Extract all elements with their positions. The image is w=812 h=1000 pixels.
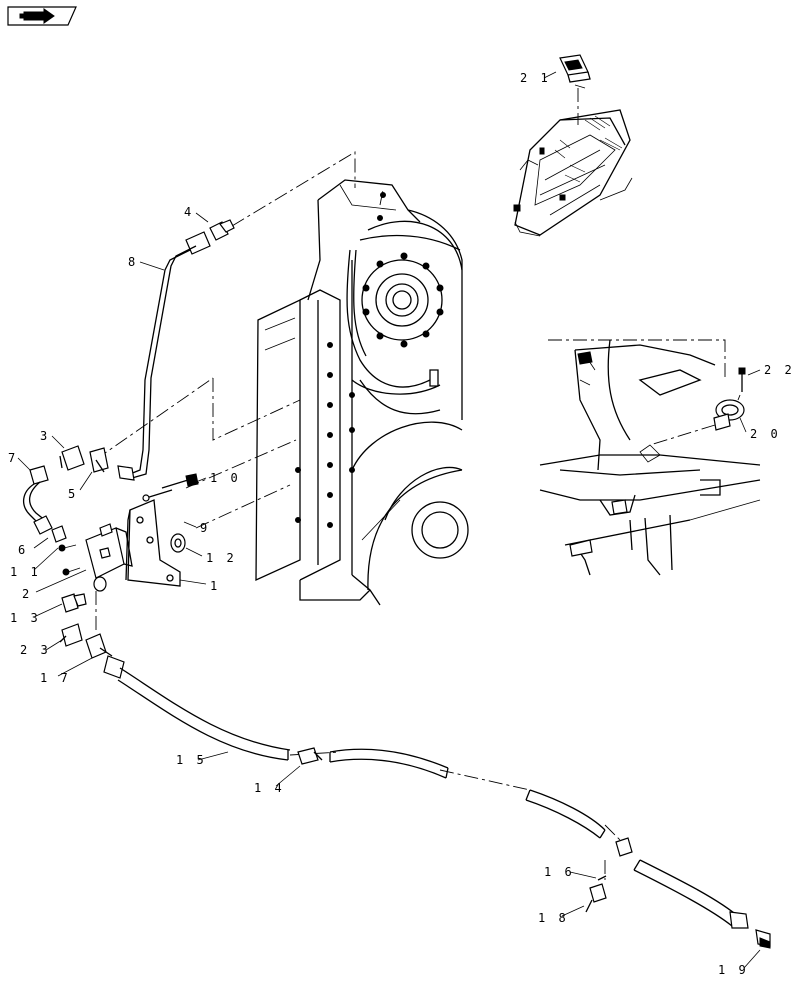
part-11-screws bbox=[58, 544, 81, 576]
part-23-fitting bbox=[59, 623, 83, 647]
callout-labels: 2 1 4 8 2 2 2 0 3 7 5 1 0 9 6 1 1 1 2 2 … bbox=[8, 71, 795, 977]
part-13-plug bbox=[61, 593, 87, 613]
transmission-housing bbox=[255, 179, 469, 606]
callout-14: 1 4 bbox=[254, 781, 285, 795]
callout-10: 1 0 bbox=[210, 471, 241, 485]
part-4-fitting bbox=[209, 219, 235, 241]
part-8-tube bbox=[117, 231, 211, 481]
callout-1: 1 bbox=[210, 579, 220, 593]
part-2-manifold-block bbox=[85, 523, 133, 579]
part-3-adapter bbox=[59, 445, 85, 471]
callout-15: 1 5 bbox=[176, 753, 207, 767]
part-18-bolt bbox=[585, 883, 607, 913]
callout-4: 4 bbox=[184, 205, 194, 219]
part-10-bolt bbox=[161, 473, 199, 489]
callout-7: 7 bbox=[8, 451, 18, 465]
callout-11: 1 1 bbox=[10, 565, 41, 579]
callout-23: 2 3 bbox=[20, 643, 51, 657]
callout-16: 1 6 bbox=[544, 865, 575, 879]
callout-12: 1 2 bbox=[206, 551, 237, 565]
callout-5: 5 bbox=[68, 487, 78, 501]
part-17-elbow bbox=[85, 633, 113, 659]
cab-console-detail bbox=[513, 109, 633, 237]
callout-21: 2 1 bbox=[520, 71, 551, 85]
callout-2: 2 bbox=[22, 587, 32, 601]
part-20-sensor bbox=[713, 399, 745, 431]
callout-6: 6 bbox=[18, 543, 28, 557]
hose-segment-middle bbox=[329, 748, 749, 929]
part-7-tube bbox=[23, 465, 53, 535]
callout-leaders bbox=[17, 71, 761, 969]
part-15-hose bbox=[103, 655, 291, 761]
callout-3: 3 bbox=[40, 429, 50, 443]
leader-20-dash bbox=[649, 424, 716, 446]
callout-20: 2 0 bbox=[750, 427, 781, 441]
callout-13: 1 3 bbox=[10, 611, 41, 625]
next-page-arrow-icon[interactable] bbox=[7, 6, 77, 26]
part-12-washer bbox=[93, 533, 186, 592]
callout-18: 1 8 bbox=[538, 911, 569, 925]
assembly-centerlines bbox=[94, 151, 626, 880]
callout-19: 1 9 bbox=[718, 963, 749, 977]
callout-22: 2 2 bbox=[764, 363, 795, 377]
leader-22-dash bbox=[737, 394, 741, 401]
part-5-elbow bbox=[89, 447, 109, 473]
part-1-bracket bbox=[125, 499, 181, 587]
part-9-bolt bbox=[142, 489, 173, 502]
right-chassis-detail bbox=[539, 339, 761, 576]
part-6-fitting bbox=[51, 525, 67, 543]
part-14-clamp bbox=[297, 747, 323, 765]
callout-9: 9 bbox=[200, 521, 210, 535]
callout-17: 1 7 bbox=[40, 671, 71, 685]
part-16-strap bbox=[597, 875, 607, 881]
part-22-screw bbox=[738, 367, 746, 392]
part-21-switch bbox=[559, 54, 591, 89]
part-19-fitting bbox=[755, 929, 771, 949]
callout-8: 8 bbox=[128, 255, 138, 269]
